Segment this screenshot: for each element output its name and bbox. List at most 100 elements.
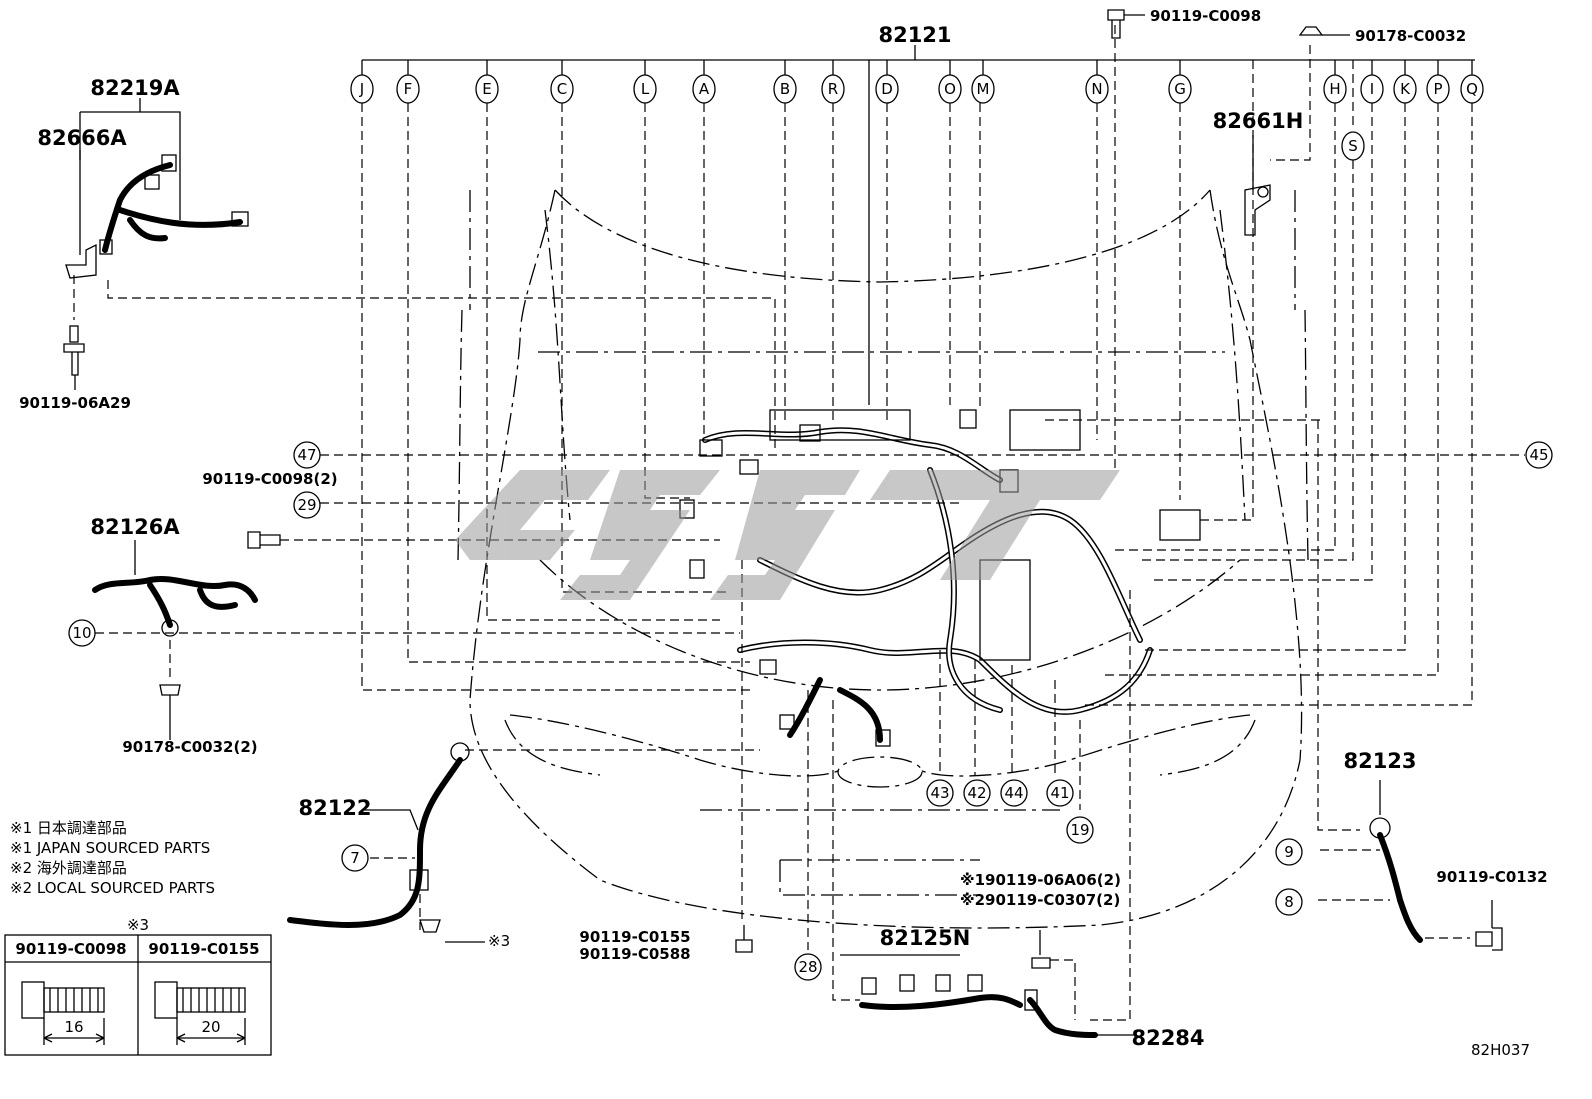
code-90119-C0588: 90119-C0588 <box>579 945 690 963</box>
label-82661H: 82661H <box>1213 109 1304 133</box>
connector-letter-c: C <box>550 74 574 104</box>
label-82122: 82122 <box>298 796 371 820</box>
connector-letter-r: R <box>821 74 845 104</box>
connector-letter-text: G <box>1174 80 1186 98</box>
svg-text:28: 28 <box>798 958 817 976</box>
svg-text:8: 8 <box>1284 893 1294 911</box>
vehicle-body-outline <box>457 189 1309 929</box>
connector-letter-q: Q <box>1460 74 1484 104</box>
code-90119-C0098-top: 90119-C0098 <box>1150 7 1261 25</box>
connector-letter-text: K <box>1400 80 1411 98</box>
callout-7: 7 <box>341 844 369 872</box>
code-90119-C0132: 90119-C0132 <box>1436 868 1547 886</box>
harness-82125N <box>840 954 1038 1011</box>
label-82284: 82284 <box>1131 1026 1204 1050</box>
bolt-90119-C0132 <box>1475 900 1503 951</box>
label-82123: 82123 <box>1343 749 1416 773</box>
callout-29: 29 <box>293 491 321 519</box>
code-x1-90119-06A06: ※190119-06A06(2) <box>960 871 1121 889</box>
callout-44: 44 <box>1000 779 1028 807</box>
callout-28: 28 <box>794 953 822 981</box>
ref-x3: ※3 <box>488 932 510 950</box>
connector-letter-o: O <box>938 74 962 104</box>
bolt-90119-06A29 <box>63 325 85 390</box>
diagram-id: 82H037 <box>1471 1041 1530 1059</box>
bolt-x-190119-06A06 <box>1031 930 1051 969</box>
label-82219A: 82219A <box>90 76 180 100</box>
bolt-top-90178-C0032 <box>1298 26 1350 36</box>
callout-19: 19 <box>1066 816 1094 844</box>
callout-42: 42 <box>963 779 991 807</box>
bracket-82661H <box>1244 135 1271 236</box>
bolt-codes: 90119-C0098 90178-C0032 90119-06A29 9011… <box>19 7 1547 963</box>
harness-82284 <box>1027 997 1136 1040</box>
connector-letter-h: H <box>1323 74 1347 104</box>
connector-letter-k: K <box>1393 74 1417 104</box>
callout-10: 10 <box>68 619 96 647</box>
connector-letter-text: M <box>977 80 990 98</box>
x3-bolt-table: ※3 90119-C0098 90119-C0155 16 20 <box>4 916 272 1056</box>
main-engine-harness <box>679 409 1201 747</box>
svg-text:43: 43 <box>930 784 949 802</box>
part-labels: 82121 82219A 82666A 82661H 82126A 82122 … <box>37 23 1416 1050</box>
part-leader-lines <box>73 275 1525 1021</box>
harness-82126A <box>92 540 258 740</box>
code-90119-C0098-2: 90119-C0098(2) <box>202 470 337 488</box>
label-82121: 82121 <box>878 23 951 47</box>
x3-len1: 16 <box>64 1018 83 1036</box>
connector-letter-text: A <box>699 80 710 98</box>
connector-letter-text: C <box>557 80 567 98</box>
x3-col1-header: 90119-C0098 <box>15 940 126 958</box>
connector-letter-text: I <box>1370 80 1374 98</box>
connector-letter-l: L <box>633 74 657 104</box>
svg-text:42: 42 <box>967 784 986 802</box>
label-82125N: 82125N <box>880 926 971 950</box>
connector-letter-e: E <box>475 74 499 104</box>
code-90119-06A29: 90119-06A29 <box>19 394 131 412</box>
note-2-en: ※2 LOCAL SOURCED PARTS <box>10 879 215 897</box>
svg-text:7: 7 <box>350 849 360 867</box>
watermark <box>455 470 1120 600</box>
connector-letter-j: J <box>350 74 374 104</box>
svg-text:19: 19 <box>1070 821 1089 839</box>
svg-text:45: 45 <box>1529 446 1548 464</box>
connector-letter-g: G <box>1168 74 1192 104</box>
connector-letter-text: H <box>1329 80 1340 98</box>
svg-text:10: 10 <box>72 624 91 642</box>
connector-letter-text: P <box>1433 80 1442 98</box>
connector-letter-text: D <box>881 80 893 98</box>
callout-43: 43 <box>926 779 954 807</box>
connector-letter-n: N <box>1085 74 1109 104</box>
harness-82219A <box>65 98 249 279</box>
bolt-90119-C0098-2 <box>247 531 281 549</box>
label-82126A: 82126A <box>90 515 180 539</box>
connector-letter-p: P <box>1426 74 1450 104</box>
callout-9: 9 <box>1275 838 1303 866</box>
connector-letter-text: J <box>359 80 364 98</box>
note-2-jp: ※2 海外調達部品 <box>10 859 127 877</box>
connector-letter-text: N <box>1091 80 1102 98</box>
code-x2-90119-C0307: ※290119-C0307(2) <box>960 891 1120 909</box>
x3-table-title: ※3 <box>127 916 149 934</box>
connector-letter-text: F <box>404 80 413 98</box>
connector-letter-text: E <box>482 80 491 98</box>
x3-len2: 20 <box>201 1018 220 1036</box>
connector-letter-text: R <box>828 80 838 98</box>
harness-82122 <box>287 742 470 933</box>
connector-letter-d: D <box>875 74 899 104</box>
bolt-top-90119-C0098 <box>1107 9 1145 39</box>
code-90178-C0032-2: 90178-C0032(2) <box>122 738 257 756</box>
connector-leader-lines <box>361 25 1473 706</box>
connector-letter-text: Q <box>1466 80 1478 98</box>
connector-letter-i: I <box>1360 74 1384 104</box>
callout-8: 8 <box>1275 888 1303 916</box>
svg-text:47: 47 <box>297 446 316 464</box>
note-1-jp: ※1 日本調達部品 <box>10 819 127 837</box>
code-90119-C0155: 90119-C0155 <box>579 928 690 946</box>
numbered-callouts: 47 29 10 45 43 42 44 41 19 7 9 8 28 <box>68 441 1553 981</box>
svg-text:41: 41 <box>1050 784 1069 802</box>
connector-letter-b: B <box>773 74 797 104</box>
connector-letter-text: B <box>780 80 790 98</box>
